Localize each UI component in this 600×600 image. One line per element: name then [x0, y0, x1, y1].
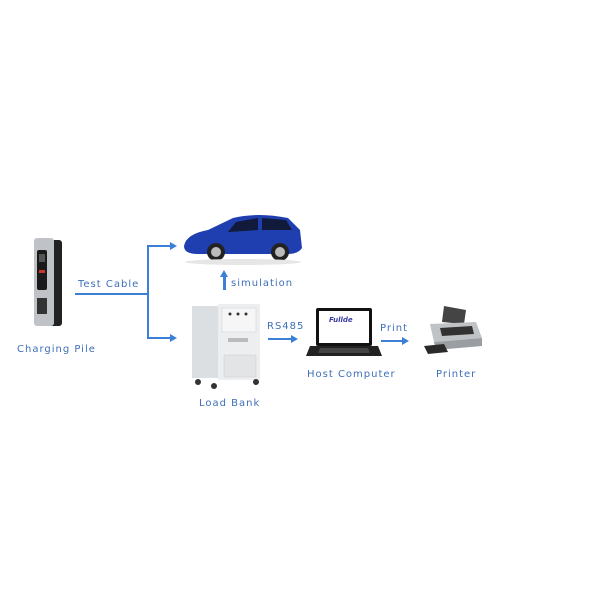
print-arrow-head	[402, 337, 409, 345]
rs485-label: RS485	[267, 321, 305, 332]
simulation-arrow-head	[220, 270, 228, 277]
rs485-arrow-line	[268, 338, 292, 340]
charging-pile-label: Charging Pile	[17, 344, 96, 355]
load-bank-arrow-line	[147, 337, 171, 339]
simulation-arrow-line	[223, 276, 226, 290]
car-arrow-line	[147, 245, 171, 247]
printer-label: Printer	[436, 369, 477, 380]
printer-image	[424, 306, 482, 354]
print-arrow-line	[381, 340, 403, 342]
load-bank-image	[192, 304, 260, 389]
charging-pile-image	[34, 238, 62, 326]
load-bank-arrow-head	[170, 334, 177, 342]
car-arrow-head	[170, 242, 177, 250]
rs485-arrow-head	[291, 335, 298, 343]
load-bank-label: Load Bank	[199, 398, 261, 409]
test-cable-line	[75, 293, 149, 295]
car-image	[184, 215, 302, 265]
laptop-logo: Fullde	[329, 316, 353, 324]
test-cable-label: Test Cable	[78, 279, 140, 290]
host-computer-image	[306, 308, 382, 356]
host-computer-label: Host Computer	[307, 369, 396, 380]
branch-line	[147, 245, 149, 339]
simulation-label: simulation	[231, 278, 294, 289]
print-label: Print	[380, 323, 409, 334]
